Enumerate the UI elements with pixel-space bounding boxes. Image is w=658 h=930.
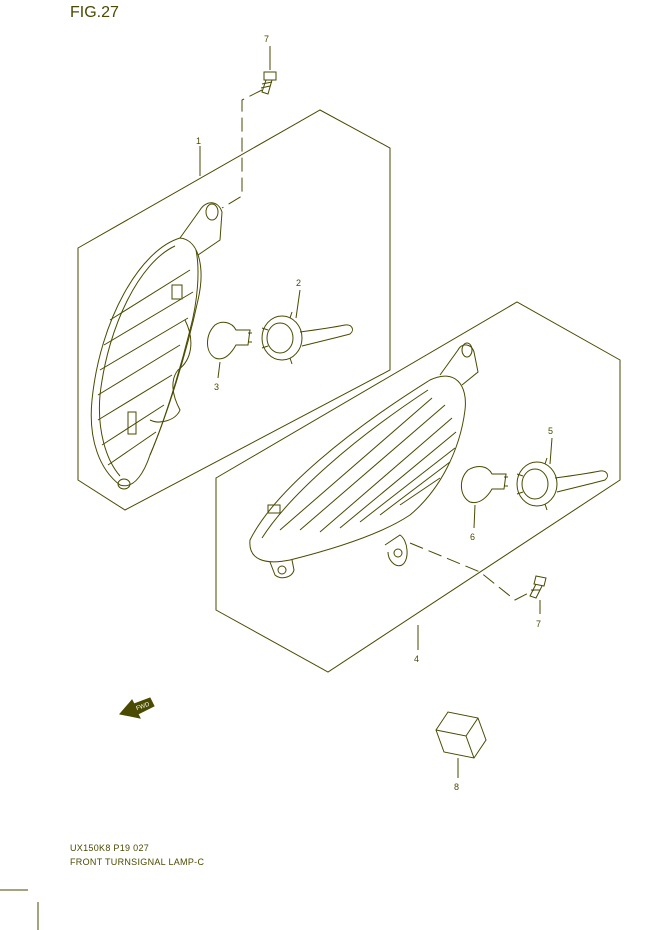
cap-part — [435, 711, 487, 759]
bulb-upper — [207, 321, 252, 360]
callout-4: 4 — [414, 654, 419, 664]
callout-5: 5 — [548, 426, 553, 436]
lower-assembly-box — [215, 301, 621, 673]
diagram-title: FRONT TURNSIGNAL LAMP-C — [70, 857, 205, 867]
upper-assembly-box — [77, 109, 391, 511]
socket-upper — [261, 311, 353, 365]
screw-upper — [260, 71, 277, 95]
screw-lower — [529, 575, 547, 599]
callout-2: 2 — [296, 278, 301, 288]
callout-1: 1 — [196, 136, 201, 146]
figure-label: FIG.27 — [70, 4, 119, 21]
fwd-arrow-label: FWD — [136, 702, 152, 713]
callout-3: 3 — [214, 382, 219, 392]
callout-6: 6 — [470, 532, 475, 542]
socket-lower — [516, 457, 608, 511]
callout-7-lower: 7 — [536, 619, 541, 629]
leader-lines — [199, 46, 553, 778]
fwd-arrow-icon — [119, 697, 155, 719]
bulb-lower — [461, 466, 508, 504]
callout-8: 8 — [454, 782, 459, 792]
lower-lens — [249, 342, 479, 579]
callout-7-upper: 7 — [264, 34, 269, 44]
upper-lens — [90, 202, 223, 490]
diagram-code: UX150K8 P19 027 — [70, 843, 150, 853]
